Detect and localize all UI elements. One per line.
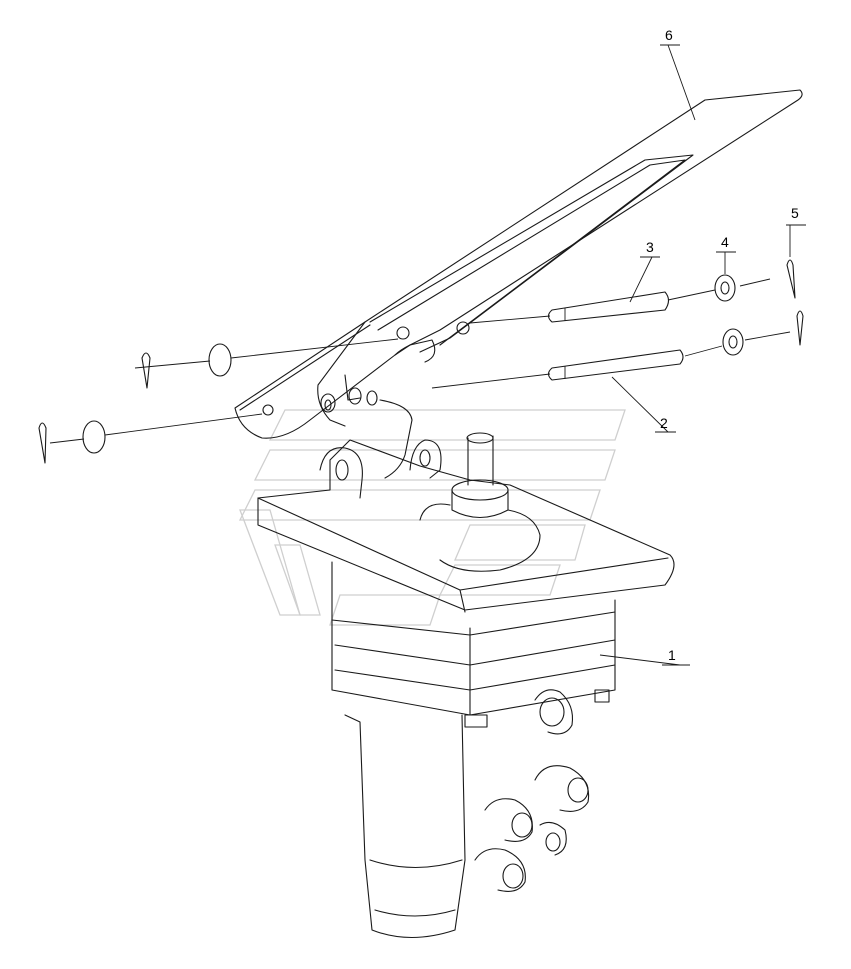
callout-label: 1 [668,647,676,663]
callout-label: 5 [791,205,799,221]
callout-3: 3 [629,239,660,303]
washer-part-4 [82,274,744,454]
callout-label: 3 [646,239,654,255]
pin-part-3 [547,291,670,323]
callout-6: 6 [660,27,696,121]
pin-part-2 [547,349,684,381]
watermark-logo [238,409,626,626]
callout-1: 1 [599,647,690,666]
callout-4: 4 [716,234,736,274]
callout-5: 5 [786,205,806,257]
brake-valve-part-1 [257,432,675,939]
callout-2: 2 [611,376,676,433]
pedal-lever-part-6 [234,89,803,479]
callout-label: 4 [721,234,729,250]
callout-label: 2 [660,415,668,431]
assembly-axis-lines [49,278,791,444]
callout-label: 6 [665,27,673,43]
cotter-pin-part-5 [38,259,804,464]
